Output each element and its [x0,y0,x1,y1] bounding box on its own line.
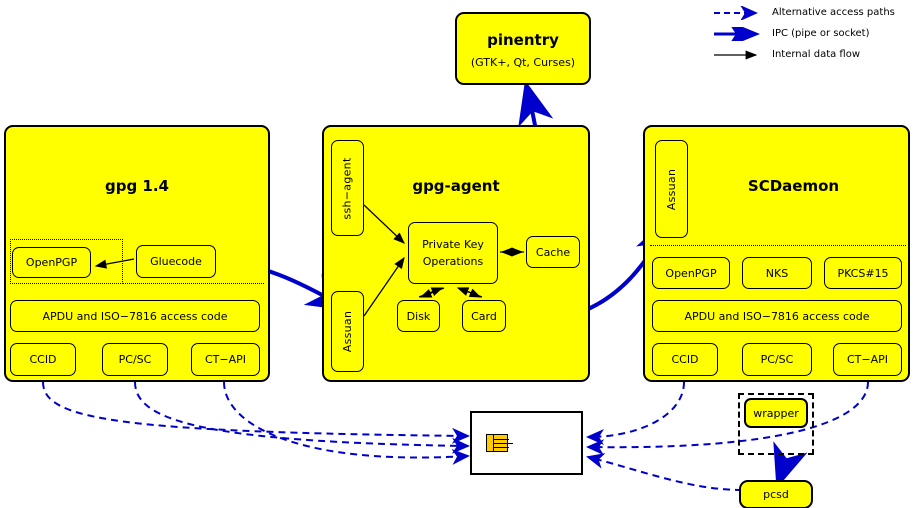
gpg-driver-pcsc[interactable]: PC/SC [102,343,168,376]
legend-row-internal: Internal data flow [712,44,908,65]
gpg-gluecode-box[interactable]: Gluecode [136,245,216,278]
legend-label-internal: Internal data flow [772,49,861,60]
pko-line2: Operations [422,255,484,268]
legend-icon-dashed-arrow [714,5,758,20]
pcsd-box[interactable]: pcsd [739,480,813,508]
wrapper-box[interactable]: wrapper [744,398,808,428]
legend-icon-internal-arrow [714,49,758,60]
agent-assuan-box[interactable]: Assuan [331,291,364,372]
alt-path-group-gpg [42,381,470,465]
scd-partition-divider [650,245,906,246]
agent-cache-box[interactable]: Cache [526,236,580,268]
scd-app-pkcs15[interactable]: PKCS#15 [824,257,902,289]
gpg-driver-ctapi[interactable]: CT−API [191,343,260,376]
pinentry-subtitle: (GTK+, Qt, Curses) [470,56,576,69]
smartcard[interactable] [470,411,583,475]
gpg-partition-edge [123,283,264,284]
scdaemon-title: SCDaemon [747,177,840,195]
gpg-driver-ccid[interactable]: CCID [10,343,76,376]
gpg-agent-title: gpg-agent [412,177,500,195]
agent-card-box[interactable]: Card [462,300,506,332]
legend-row-alt-paths: Alternative access paths [712,2,908,23]
gpg-openpgp-box[interactable]: OpenPGP [12,247,91,278]
legend-icon-ipc-arrow [714,26,760,41]
scd-driver-ccid[interactable]: CCID [652,343,718,376]
scd-driver-pcsc[interactable]: PC/SC [742,343,812,376]
gpg-title: gpg 1.4 [104,177,169,195]
agent-disk-box[interactable]: Disk [397,300,440,332]
pinentry-title: pinentry [487,31,559,49]
legend: Alternative access paths IPC (pipe or so… [712,2,908,65]
agent-ssh-agent-label: ssh−agent [341,156,355,220]
legend-row-ipc: IPC (pipe or socket) [712,23,908,44]
legend-label-alt-paths: Alternative access paths [772,7,895,18]
gpg-apdu-box[interactable]: APDU and ISO−7816 access code [10,300,260,332]
scd-driver-ctapi[interactable]: CT−API [833,343,902,376]
pko-line1: Private Key [422,237,484,251]
scd-assuan-box[interactable]: Assuan [655,140,688,238]
scd-app-nks[interactable]: NKS [742,257,812,289]
scd-app-openpgp[interactable]: OpenPGP [652,257,730,289]
agent-ssh-agent-box[interactable]: ssh−agent [331,140,364,236]
ipc-wrapper-to-pcsd [773,441,808,489]
agent-private-key-operations-box[interactable]: Private Key Operations [408,222,498,284]
scd-assuan-label: Assuan [665,168,679,210]
legend-label-ipc: IPC (pipe or socket) [772,28,870,39]
module-pinentry[interactable]: pinentry (GTK+, Qt, Curses) [455,12,591,85]
scd-apdu-box[interactable]: APDU and ISO−7816 access code [652,300,902,332]
smartcard-chip-icon [486,434,513,452]
alt-path-group-scdaemon [586,381,869,491]
agent-assuan-label: Assuan [341,310,355,353]
